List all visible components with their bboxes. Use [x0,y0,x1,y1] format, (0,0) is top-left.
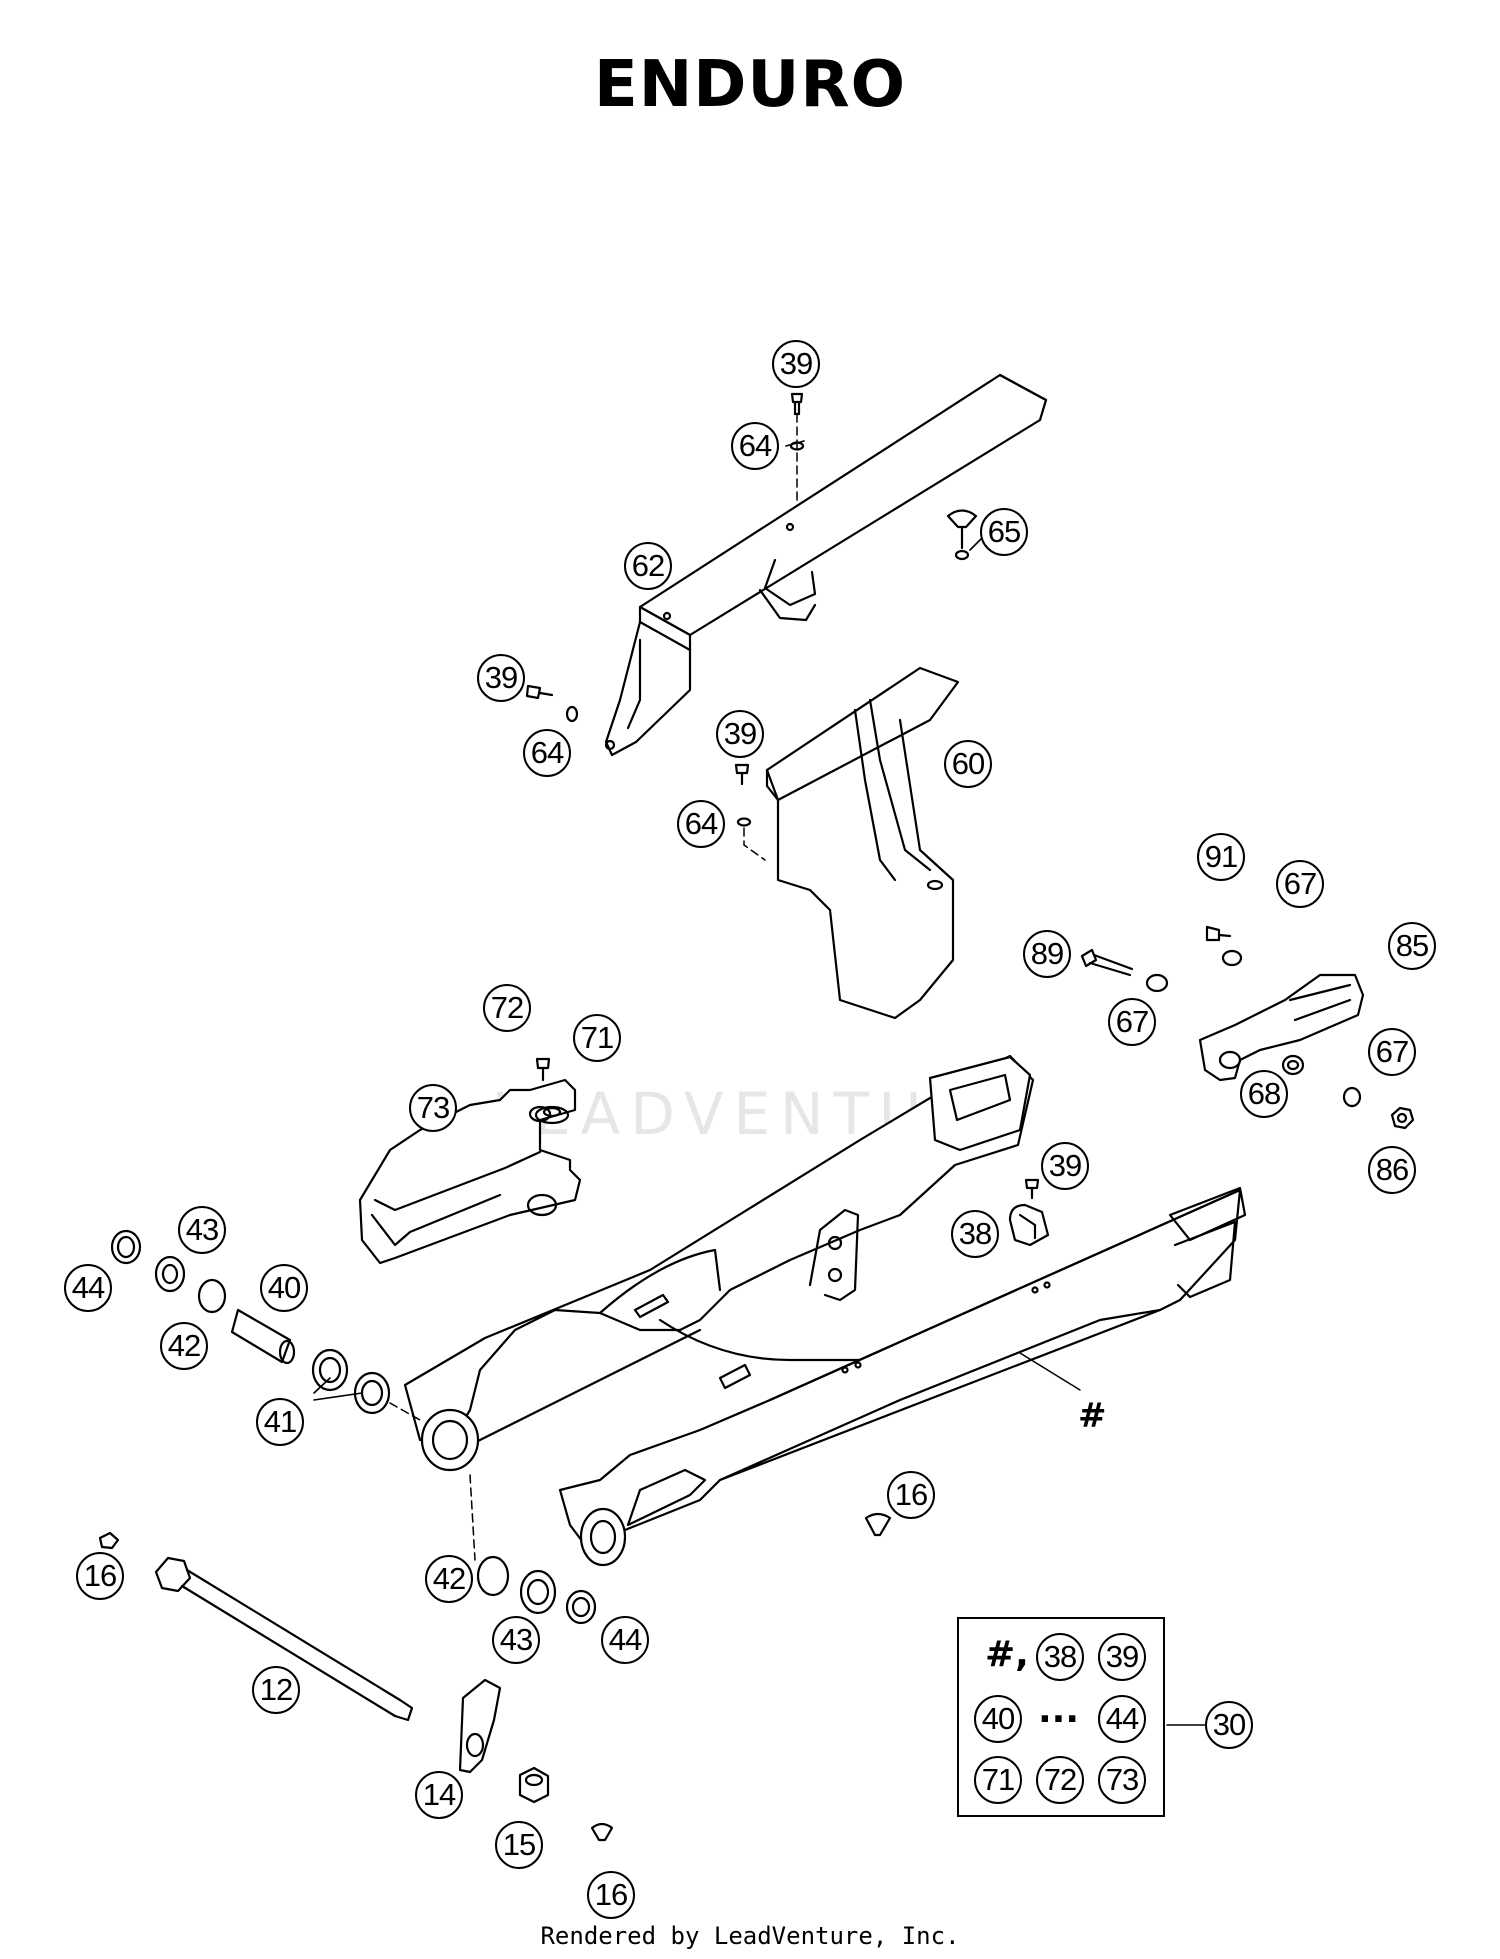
callout-67-mid[interactable]: 67 [1108,998,1156,1046]
chain-guard-upper [604,373,1048,757]
kit-member-38[interactable]: 38 [1036,1633,1084,1681]
nut-15 [518,1766,550,1804]
plug-16-left [98,1531,120,1550]
washer-67-top [1221,949,1243,967]
callout-39-mid[interactable]: 39 [716,710,764,758]
callout-91[interactable]: 91 [1197,833,1245,881]
callout-40[interactable]: 40 [260,1264,308,1312]
bolt-39-left [525,684,554,700]
seal-44-bottom [565,1589,597,1625]
callout-44-bottom[interactable]: 44 [601,1616,649,1664]
callout-39-right[interactable]: 39 [1041,1142,1089,1190]
callout-30-kit[interactable]: 30 [1205,1701,1253,1749]
chain-guide-85 [1198,973,1365,1082]
callout-16-bottom[interactable]: 16 [587,1871,635,1919]
kit-ellipsis: ... [1038,1690,1080,1731]
callout-39-left[interactable]: 39 [477,654,525,702]
washer-67-right [1342,1086,1362,1108]
callout-72[interactable]: 72 [483,984,531,1032]
screw-39-right [1024,1178,1040,1200]
callout-44-left[interactable]: 44 [64,1264,112,1312]
callout-71[interactable]: 71 [573,1014,621,1062]
screw-72 [535,1057,551,1082]
plug-16-bottom [590,1822,614,1842]
kit-member-72[interactable]: 72 [1036,1756,1084,1804]
callout-65[interactable]: 65 [980,508,1028,556]
callout-86[interactable]: 86 [1368,1146,1416,1194]
callout-64-left[interactable]: 64 [523,729,571,777]
kit-hash-label: #, [985,1634,1029,1675]
callout-64-mid[interactable]: 64 [677,800,725,848]
callout-73[interactable]: 73 [409,1084,457,1132]
callout-64-top[interactable]: 64 [731,422,779,470]
washer-42-top [197,1278,227,1314]
rubber-plug-65 [946,509,978,561]
callout-60[interactable]: 60 [944,740,992,788]
seal-44-left [110,1229,142,1265]
callout-68[interactable]: 68 [1240,1070,1288,1118]
callout-41[interactable]: 41 [256,1398,304,1446]
washer-67-mid [1145,973,1169,993]
bolt-91 [1205,925,1232,942]
plug-16-mid [864,1512,892,1537]
callout-62[interactable]: 62 [624,542,672,590]
chain-adjuster-14 [458,1678,502,1774]
washer-64-mid [736,817,752,827]
kit-member-73[interactable]: 73 [1098,1756,1146,1804]
spacer-68 [1281,1054,1305,1076]
kit-member-39[interactable]: 39 [1098,1633,1146,1681]
bolt-89 [1080,948,1134,977]
callout-38[interactable]: 38 [951,1210,999,1258]
bolt-39-mid [734,763,750,786]
callout-67-right[interactable]: 67 [1368,1028,1416,1076]
diagram-title: ENDURO [593,48,907,122]
callout-42-bottom[interactable]: 42 [425,1555,473,1603]
callout-12[interactable]: 12 [252,1666,300,1714]
callout-89[interactable]: 89 [1023,930,1071,978]
kit-contents-box [957,1617,1165,1817]
callout-16-left[interactable]: 16 [76,1552,124,1600]
swingarm-axle-12 [154,1556,414,1722]
callout-39-top[interactable]: 39 [772,340,820,388]
callout-67-top[interactable]: 67 [1276,860,1324,908]
callout-85[interactable]: 85 [1388,922,1436,970]
callout-43-bottom[interactable]: 43 [492,1616,540,1664]
callout-43-top[interactable]: 43 [178,1206,226,1254]
washer-64-left [565,705,579,723]
swingarm-mark: # [1078,1396,1107,1436]
callout-42-top[interactable]: 42 [160,1322,208,1370]
swingarm-body [403,1054,1247,1567]
chain-guard-lower [765,666,960,1020]
callout-14[interactable]: 14 [415,1771,463,1819]
sleeve-40 [230,1308,296,1365]
washer-42-bottom [476,1555,510,1597]
seal-43-bottom [519,1569,557,1615]
callout-15[interactable]: 15 [495,1821,543,1869]
nut-71 [534,1105,570,1125]
kit-member-71[interactable]: 71 [974,1756,1022,1804]
callout-16-mid[interactable]: 16 [887,1471,935,1519]
bearing-41b [353,1371,391,1415]
nut-86 [1390,1106,1415,1130]
bolt-39-top [790,392,804,416]
render-credit: Rendered by LeadVenture, Inc. [540,1922,960,1950]
kit-member-44[interactable]: 44 [1098,1695,1146,1743]
kit-member-40[interactable]: 40 [974,1695,1022,1743]
clamp-38 [1008,1203,1050,1247]
seal-43-top [154,1255,186,1293]
bearing-41a [311,1348,349,1392]
